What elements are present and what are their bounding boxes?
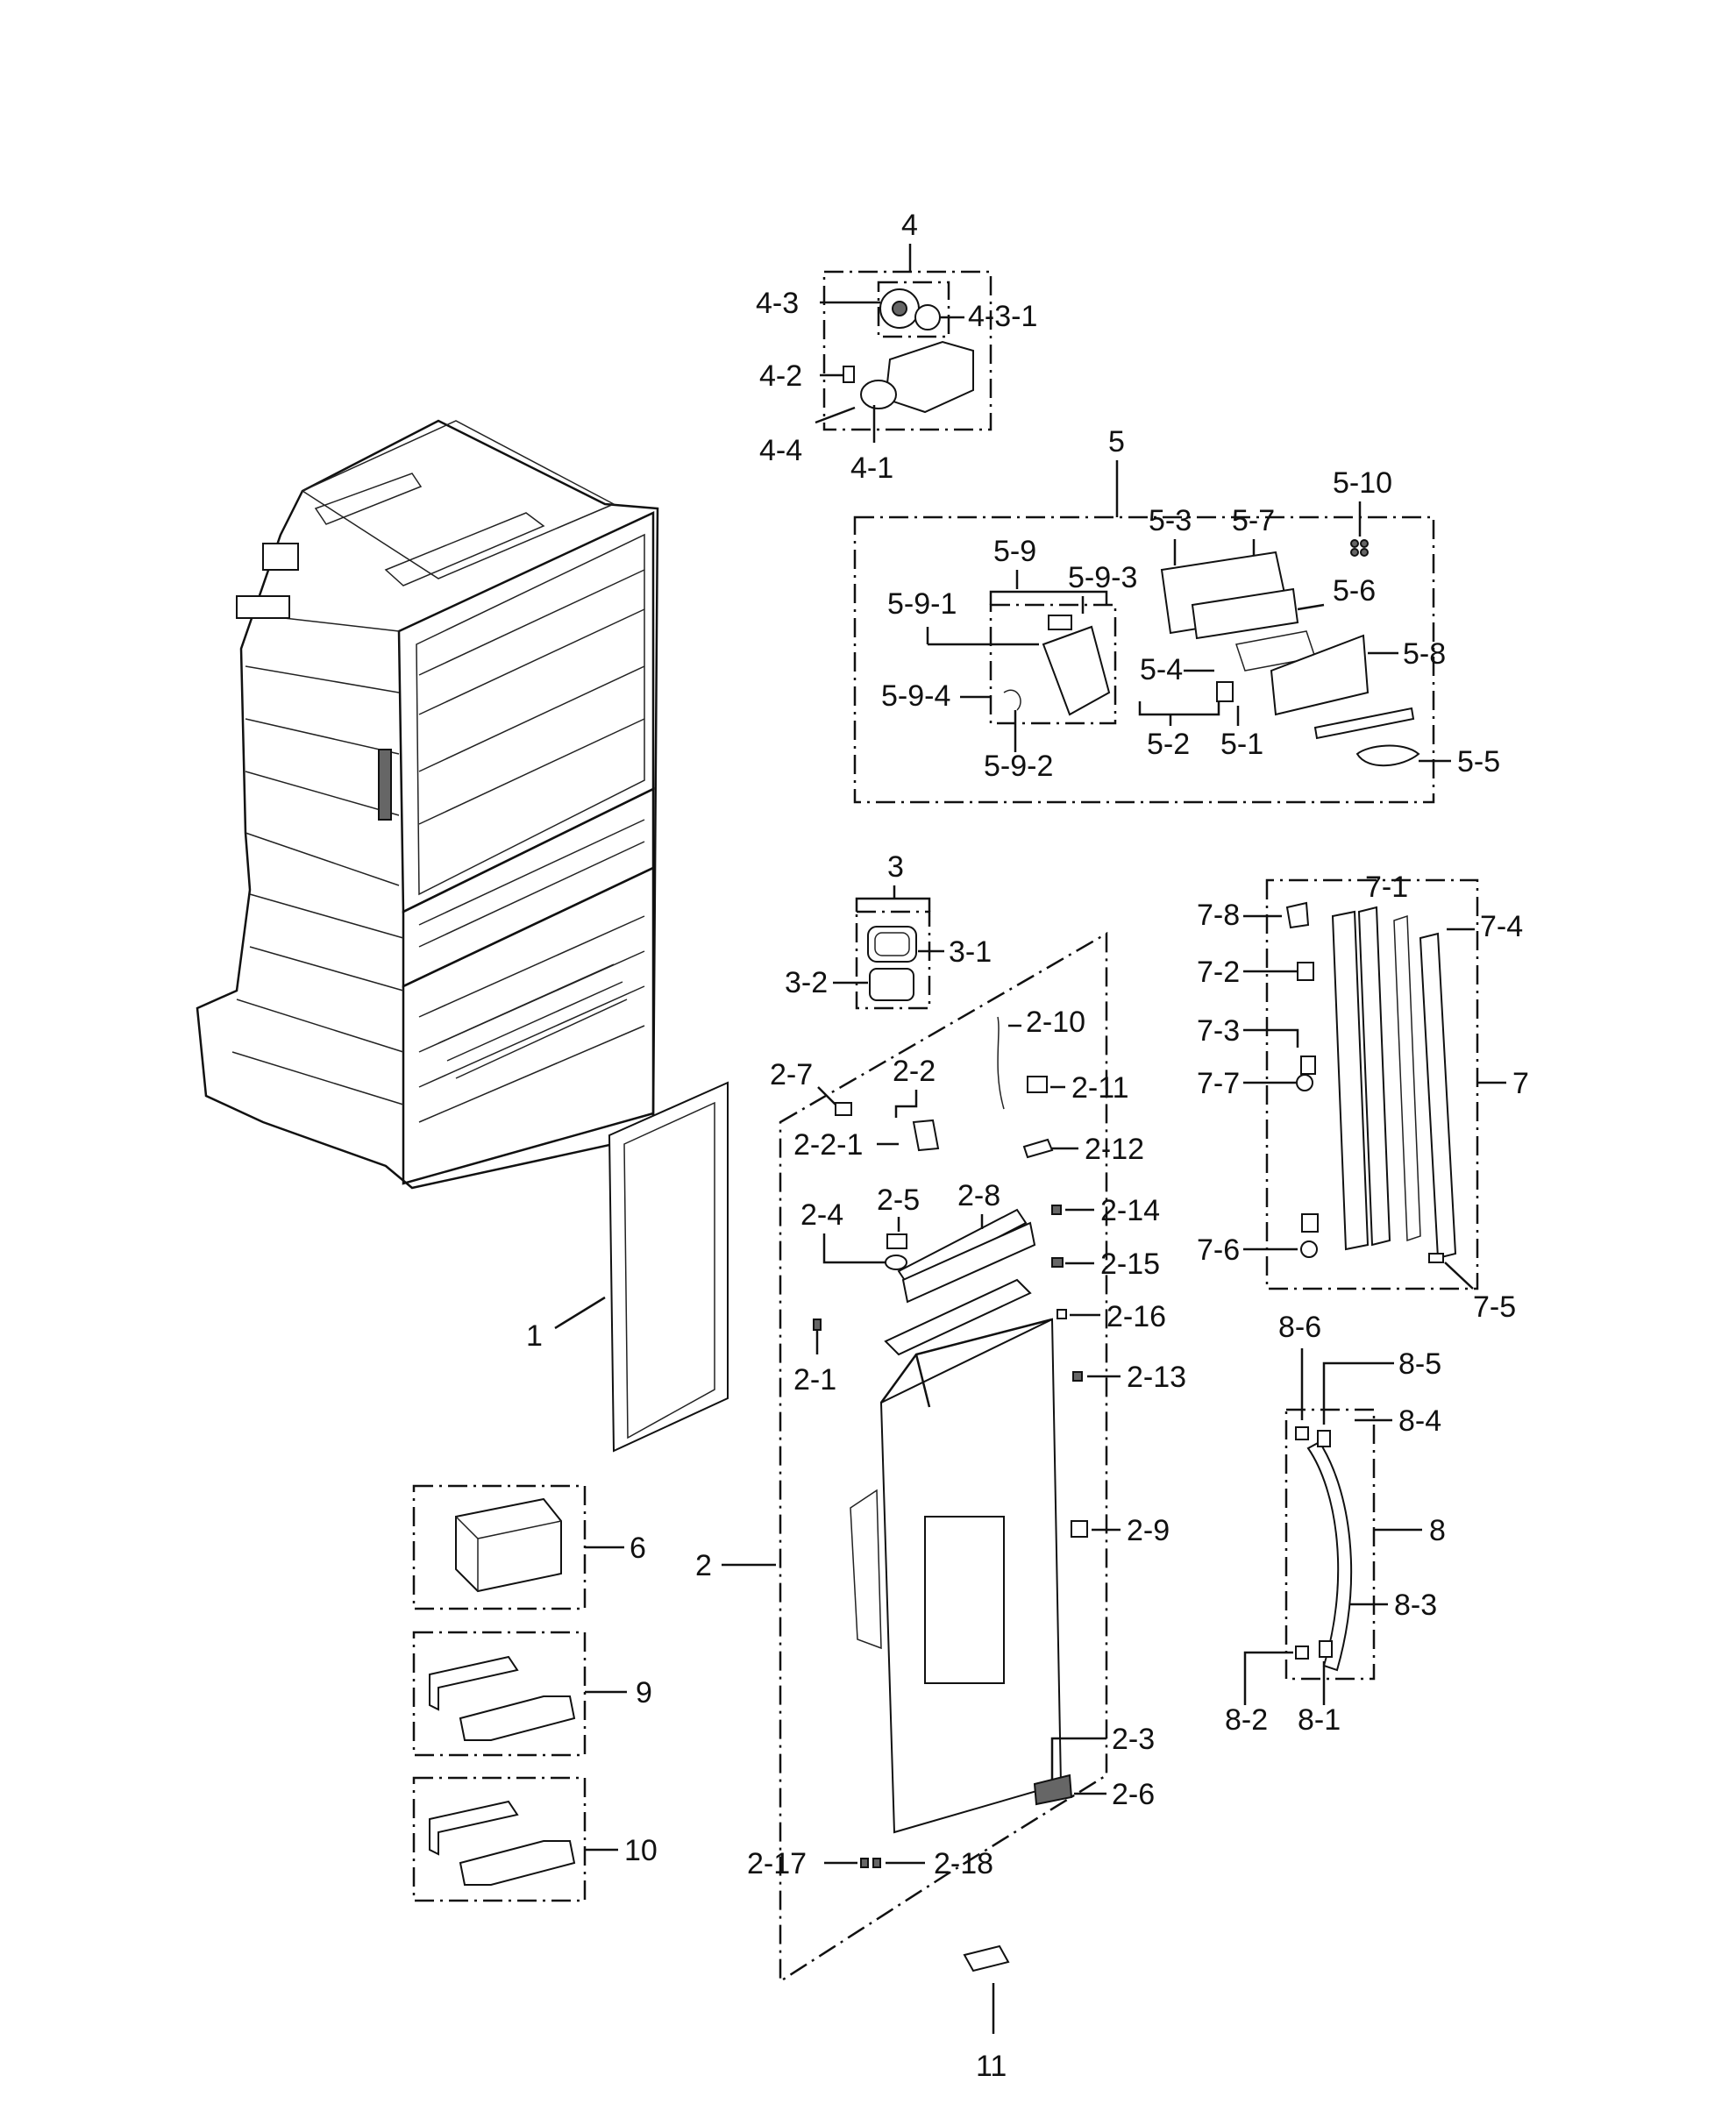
label-5-9-3: 5-9-3 bbox=[1068, 561, 1137, 594]
label-5-3: 5-3 bbox=[1149, 504, 1192, 537]
label-2-2-1: 2-2-1 bbox=[793, 1128, 863, 1162]
label-7-7: 7-7 bbox=[1197, 1067, 1240, 1100]
label-10: 10 bbox=[624, 1834, 658, 1867]
label-8: 8 bbox=[1429, 1514, 1446, 1547]
label-2-1: 2-1 bbox=[793, 1363, 836, 1397]
label-4-3: 4-3 bbox=[756, 287, 799, 320]
label-2-15: 2-15 bbox=[1100, 1247, 1160, 1281]
label-4-3-1: 4-3-1 bbox=[968, 300, 1037, 333]
label-5-5: 5-5 bbox=[1457, 745, 1500, 778]
label-8-6: 8-6 bbox=[1278, 1311, 1321, 1344]
label-3-1: 3-1 bbox=[949, 935, 992, 969]
label-5-6: 5-6 bbox=[1333, 574, 1376, 608]
label-9: 9 bbox=[636, 1676, 652, 1710]
group-3: 3 3-1 3-2 bbox=[785, 850, 992, 1010]
label-2-14: 2-14 bbox=[1100, 1194, 1160, 1227]
label-5-9: 5-9 bbox=[993, 535, 1036, 568]
label-2-8: 2-8 bbox=[957, 1179, 1000, 1212]
refrigerator-cabinet bbox=[196, 419, 659, 1190]
label-2-16: 2-16 bbox=[1106, 1300, 1166, 1333]
label-2-4: 2-4 bbox=[800, 1198, 843, 1232]
label-2-18: 2-18 bbox=[934, 1847, 993, 1880]
label-2-17: 2-17 bbox=[747, 1847, 807, 1880]
label-7-3: 7-3 bbox=[1197, 1014, 1240, 1048]
label-8-1: 8-1 bbox=[1298, 1703, 1341, 1737]
label-4-2: 4-2 bbox=[759, 359, 802, 393]
label-2-11: 2-11 bbox=[1071, 1071, 1129, 1105]
label-1: 1 bbox=[526, 1319, 543, 1353]
part-9-bin: 9 bbox=[412, 1631, 652, 1757]
label-5-10: 5-10 bbox=[1333, 466, 1392, 500]
part-11: 11 bbox=[963, 1944, 1010, 2083]
label-5: 5 bbox=[1108, 425, 1125, 458]
label-2-9: 2-9 bbox=[1127, 1514, 1170, 1547]
label-7: 7 bbox=[1512, 1067, 1529, 1100]
label-2-12: 2-12 bbox=[1085, 1133, 1144, 1166]
label-7-6: 7-6 bbox=[1197, 1233, 1240, 1267]
label-5-1: 5-1 bbox=[1220, 728, 1263, 761]
label-2-3: 2-3 bbox=[1112, 1723, 1155, 1756]
label-5-2: 5-2 bbox=[1147, 728, 1190, 761]
label-8-4: 8-4 bbox=[1398, 1404, 1441, 1438]
label-2-7: 2-7 bbox=[770, 1058, 813, 1091]
label-5-8: 5-8 bbox=[1403, 637, 1446, 671]
label-4-1: 4-1 bbox=[850, 451, 893, 485]
label-7-1: 7-1 bbox=[1365, 871, 1408, 904]
label-2-2: 2-2 bbox=[893, 1055, 936, 1088]
label-2-5: 2-5 bbox=[877, 1184, 920, 1217]
part-10-bin: 10 bbox=[412, 1776, 658, 1902]
label-7-5: 7-5 bbox=[1473, 1290, 1516, 1324]
label-4: 4 bbox=[901, 209, 918, 242]
label-4-4: 4-4 bbox=[759, 434, 802, 467]
label-8-5: 8-5 bbox=[1398, 1347, 1441, 1381]
label-6: 6 bbox=[630, 1532, 646, 1565]
label-5-7: 5-7 bbox=[1232, 504, 1275, 537]
group-8: 8-6 8-5 8-4 8 8-3 8-2 8-1 bbox=[1225, 1311, 1446, 1737]
label-3: 3 bbox=[887, 850, 904, 884]
label-2: 2 bbox=[695, 1549, 712, 1582]
label-2-10: 2-10 bbox=[1026, 1006, 1085, 1039]
label-3-2: 3-2 bbox=[785, 966, 828, 999]
label-2-13: 2-13 bbox=[1127, 1361, 1186, 1394]
label-7-8: 7-8 bbox=[1197, 899, 1240, 932]
group-5-dispenser: 5 5-10 5-3 5-7 5-6 5-8 5-4 5-2 5-1 5-5 bbox=[853, 425, 1500, 804]
group-2-door: 2-10 2-7 2-2 2-2-1 2-11 2-12 2-5 2-8 2-4 bbox=[695, 931, 1186, 1984]
label-5-9-1: 5-9-1 bbox=[887, 587, 957, 621]
label-11: 11 bbox=[976, 2050, 1007, 2083]
part-6-bin: 6 bbox=[412, 1484, 646, 1610]
label-8-2: 8-2 bbox=[1225, 1703, 1268, 1737]
label-7-2: 7-2 bbox=[1197, 956, 1240, 989]
label-2-6: 2-6 bbox=[1112, 1778, 1155, 1811]
label-8-3: 8-3 bbox=[1394, 1589, 1437, 1622]
part-1-door-gasket: 1 bbox=[526, 1081, 729, 1453]
label-7-4: 7-4 bbox=[1480, 910, 1523, 943]
group-4-ice-maker: 4 4-3 4-3-1 4-2 4-4 4-1 bbox=[756, 209, 1037, 485]
label-5-4: 5-4 bbox=[1140, 653, 1183, 686]
label-5-9-2: 5-9-2 bbox=[984, 750, 1053, 783]
label-5-9-4: 5-9-4 bbox=[881, 679, 950, 713]
group-7: 7-1 7-8 7-4 7-2 7-3 7-7 7 7-6 7-5 bbox=[1197, 871, 1529, 1324]
